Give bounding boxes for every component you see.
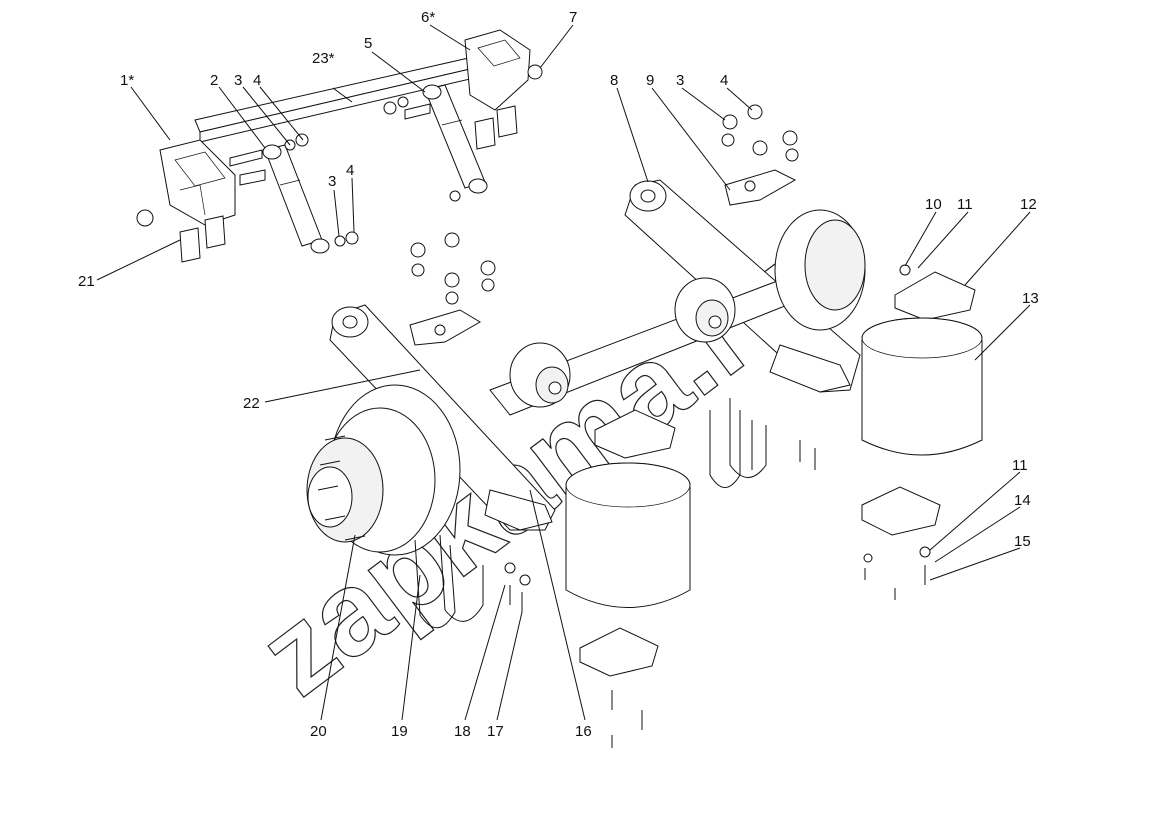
air-spring-plate-bottom-front xyxy=(579,627,659,677)
air-spring-13 xyxy=(861,317,983,456)
callout-11a: 11 xyxy=(957,196,973,213)
callout-21: 21 xyxy=(78,273,95,290)
callout-3a: 3 xyxy=(234,72,242,89)
callout-3c: 3 xyxy=(676,72,684,89)
callout-16: 16 xyxy=(575,723,592,740)
callout-2: 2 xyxy=(210,72,218,89)
axle-clamp-9 xyxy=(724,169,797,206)
bolts-14-15 xyxy=(611,440,931,748)
callout-13: 13 xyxy=(1022,290,1039,307)
brake-drum-front xyxy=(306,384,461,556)
bracket-left-1 xyxy=(159,139,236,226)
callout-labels: 1* 2 3 4 23* 5 6* 7 3 4 21 8 9 3 4 10 11… xyxy=(78,9,1039,740)
brake-chamber-front xyxy=(509,342,571,408)
air-spring-plate-top-front xyxy=(594,409,676,459)
callout-18: 18 xyxy=(454,723,471,740)
callout-20: 20 xyxy=(310,723,327,740)
air-spring-front xyxy=(565,462,691,608)
bracket-right-6 xyxy=(464,29,531,111)
shock-absorber-left-2 xyxy=(262,144,330,254)
callout-19: 19 xyxy=(391,723,408,740)
bolts-17-18 xyxy=(504,562,531,612)
callout-11b: 11 xyxy=(1012,457,1028,474)
callout-10: 10 xyxy=(925,196,942,213)
callout-15: 15 xyxy=(1014,533,1031,550)
callout-1: 1* xyxy=(120,72,134,89)
air-spring-plate-12 xyxy=(894,264,976,321)
callout-3b: 3 xyxy=(328,173,336,190)
callout-6: 6* xyxy=(421,9,435,26)
nuts-washers-center xyxy=(410,104,799,305)
callout-22: 22 xyxy=(243,395,260,412)
callout-7: 7 xyxy=(569,9,577,26)
callout-12: 12 xyxy=(1020,196,1037,213)
pad-front-16 xyxy=(484,489,553,531)
callout-4a: 4 xyxy=(253,72,261,89)
callout-23: 23* xyxy=(312,50,335,67)
pins-and-nuts-top xyxy=(136,64,543,247)
brake-drum-rear xyxy=(774,209,866,331)
wheel-studs-20 xyxy=(317,435,366,541)
callout-17: 17 xyxy=(487,723,504,740)
brake-chamber-rear xyxy=(674,277,736,343)
callout-5: 5 xyxy=(364,35,372,52)
shock-absorber-right-5 xyxy=(422,84,488,194)
callout-4c: 4 xyxy=(720,72,728,89)
plate-21 xyxy=(179,105,518,263)
leader-lines xyxy=(96,24,1031,721)
pad-rear xyxy=(769,344,851,393)
u-bolts-rear xyxy=(709,398,767,488)
axle-clamp-front xyxy=(409,309,481,346)
callout-14: 14 xyxy=(1014,492,1031,509)
callout-8: 8 xyxy=(610,72,618,89)
callout-9: 9 xyxy=(646,72,654,89)
callout-4b: 4 xyxy=(346,162,354,179)
u-bolts-front-19 xyxy=(414,534,484,629)
trailing-arm-right-8 xyxy=(624,179,861,393)
air-spring-plate-bottom-rear xyxy=(861,486,941,536)
